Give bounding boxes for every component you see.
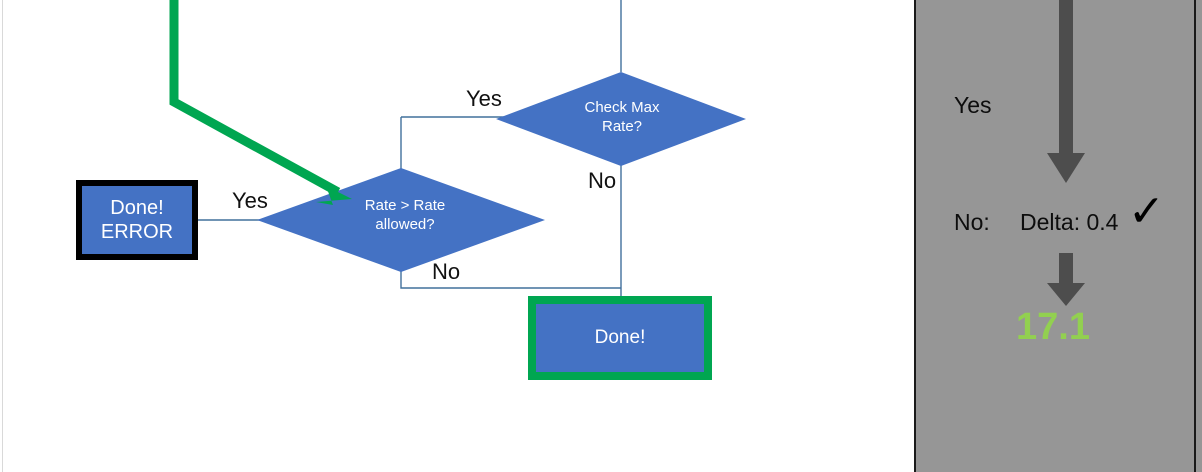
rate-label-line1: Rate > Rate: [364, 197, 446, 215]
edge-label-no-from-rate: No: [432, 259, 461, 284]
trace-result-value: 17.1: [1016, 306, 1090, 348]
trace-slide: Yes No: Delta: 0.4 ✓ 17.1: [914, 0, 1202, 472]
edge-label-no-from-checkmax: No: [588, 168, 617, 193]
done-error-line1: Done!: [110, 196, 164, 219]
flowchart-graphics: Yes --> down into Rate diamond top --> D…: [169, 0, 746, 296]
check-mark-icon: ✓: [1128, 187, 1165, 236]
trace-label-no: No:: [954, 209, 990, 235]
checkmax-label-line1: Check Max: [584, 99, 660, 117]
slide-right-border: [1194, 0, 1196, 472]
diamond-check-max-rate-label: Check Max Rate?: [552, 90, 692, 146]
done-label: Done!: [594, 327, 646, 349]
arrow-top-shaft: [1059, 0, 1073, 155]
green-path-arrow-head: [316, 186, 352, 205]
trace-label-delta: Delta: 0.4: [1020, 209, 1119, 235]
node-done-error[interactable]: Done! ERROR: [76, 180, 198, 260]
flowchart-slide: Yes --> down into Rate diamond top --> D…: [2, 0, 746, 472]
trace-arrows: [1047, 0, 1085, 306]
rate-label-line2: allowed?: [375, 216, 435, 233]
trace-label-yes: Yes: [954, 92, 992, 118]
arrow-top-head: [1047, 153, 1085, 183]
diamond-rate-allowed-label: Rate > Rate allowed?: [330, 188, 480, 244]
slide-left-border: [2, 0, 3, 472]
node-done[interactable]: Done!: [528, 296, 712, 380]
arrow-bottom-shaft: [1059, 253, 1073, 285]
checkmax-label-line2: Rate?: [601, 118, 643, 135]
done-error-line2: ERROR: [100, 221, 174, 243]
green-path-arrow-shaft: [169, 0, 341, 196]
arrow-bottom-head: [1047, 283, 1085, 306]
edge-label-yes-to-checkmax: Yes: [466, 86, 502, 111]
diamond-check-max-rate[interactable]: [496, 72, 746, 166]
edge-label-yes-to-done-error: Yes: [232, 188, 268, 213]
